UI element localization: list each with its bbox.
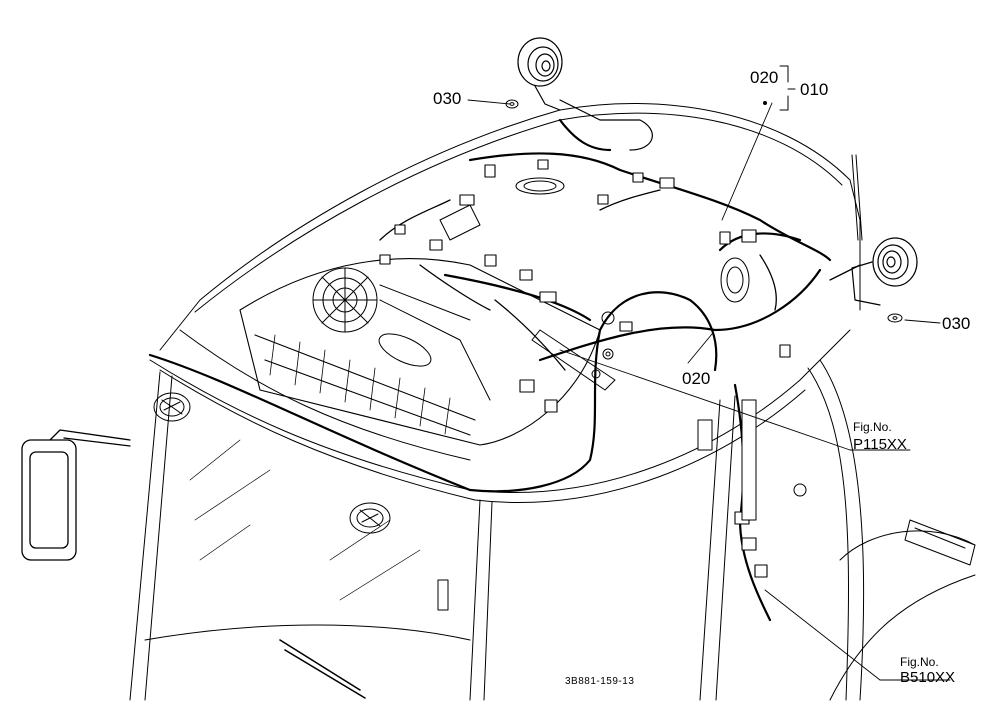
rear-light-cluster	[904, 519, 976, 566]
secondary-harness	[379, 189, 861, 371]
radio-speaker	[720, 257, 750, 303]
cab-frame	[129, 359, 865, 701]
dome-light	[515, 177, 565, 195]
fig-label-1: Fig.No.	[853, 420, 892, 434]
ground-bolts	[531, 311, 616, 391]
fender	[829, 530, 976, 701]
antenna	[851, 154, 863, 241]
drawing-code: 3B881-159-13	[565, 676, 635, 687]
bracket-010	[779, 65, 796, 111]
headliner-panel	[239, 258, 601, 446]
work-lamp-right	[851, 237, 918, 306]
callout-020-top: 020	[750, 68, 779, 87]
wiper	[279, 639, 366, 699]
callout-010: 010	[800, 80, 829, 99]
leader-dot	[763, 101, 767, 105]
panel-ribs	[269, 334, 451, 435]
washer-030-right	[887, 313, 903, 323]
connectors	[379, 159, 791, 578]
callout-020-mid: 020	[682, 369, 711, 388]
side-mirror	[21, 429, 131, 561]
windshield-hatching	[189, 439, 421, 601]
fig-label-2: Fig.No.	[900, 655, 939, 669]
door-hinges	[437, 399, 807, 611]
leader-lines	[467, 99, 951, 681]
blower-fan	[312, 267, 491, 401]
fig-number-1: P115XX	[853, 436, 907, 453]
callout-030-right: 030	[942, 314, 971, 333]
front-lamps	[153, 392, 391, 534]
fig-number-2: B510XX	[900, 669, 956, 686]
work-lamp-top	[517, 37, 653, 151]
switch-panel	[439, 204, 481, 241]
callout-030-left: 030	[433, 89, 462, 108]
